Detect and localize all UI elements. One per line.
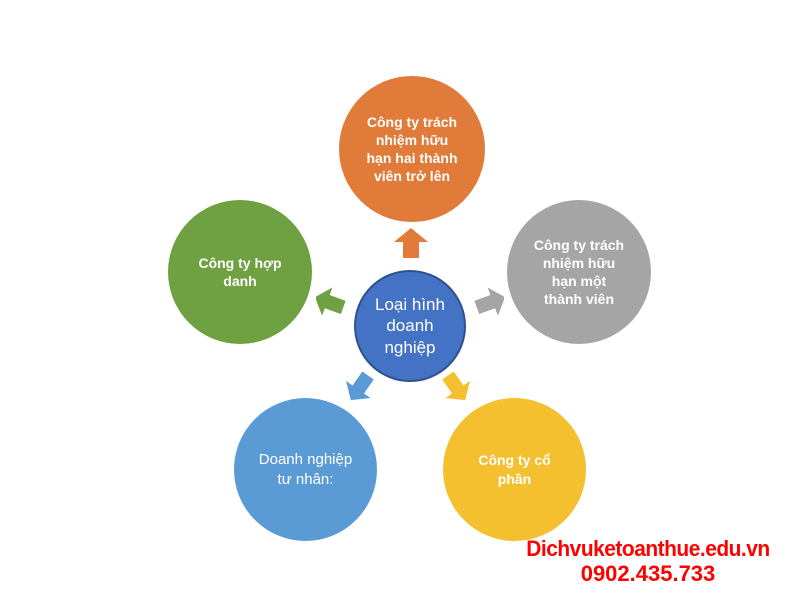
node-label: Doanh nghiệp tư nhân: <box>258 451 353 488</box>
node-label: Công ty cổ phần <box>478 452 551 487</box>
watermark-site: Dichvuketoanthue.edu.vn <box>526 536 770 561</box>
node-partnership: Công ty hợp danh <box>168 200 312 344</box>
node-label: Công ty trách nhiệm hữu hạn một thành vi… <box>533 236 625 308</box>
arrow-down-left-icon <box>345 371 374 401</box>
watermark-phone: 0902.435.733 <box>580 561 716 587</box>
arrow-right-icon <box>474 287 504 316</box>
node-private-enterprise: Doanh nghiệp tư nhân: <box>234 398 377 541</box>
arrow-left-icon <box>316 287 346 316</box>
node-center-business-types: Loại hình doanh nghiệp <box>354 270 466 382</box>
center-label: Loại hình doanh nghiệp <box>375 295 445 357</box>
node-label: Công ty trách nhiệm hữu hạn hai thành vi… <box>366 113 458 185</box>
arrow-down-right-icon <box>442 371 471 401</box>
node-joint-stock: Công ty cổ phần <box>443 398 586 541</box>
node-llc-one-member: Công ty trách nhiệm hữu hạn một thành vi… <box>507 200 651 344</box>
node-llc-two-members: Công ty trách nhiệm hữu hạn hai thành vi… <box>339 76 485 222</box>
node-label: Công ty hợp danh <box>198 254 282 289</box>
watermark: Dichvuketoanthue.edu.vn 0902.435.733 <box>508 536 788 587</box>
arrow-up-icon <box>394 228 428 258</box>
